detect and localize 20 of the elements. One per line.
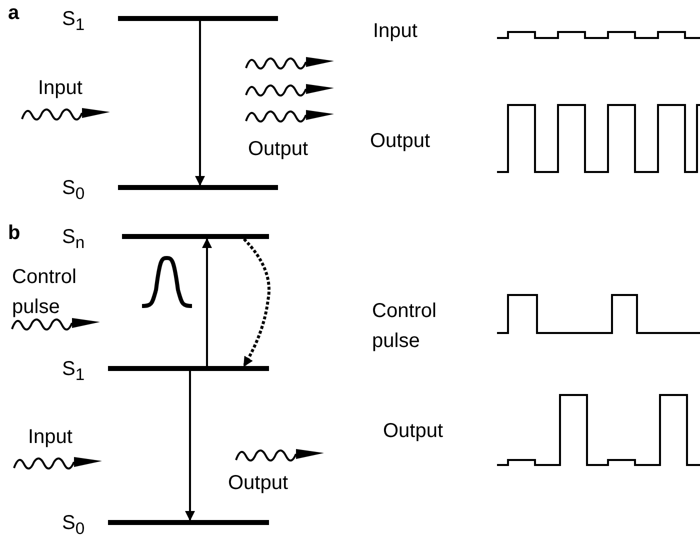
text-label: Input [38,77,82,99]
arrow [185,371,195,521]
level-label: S$_{n}$ [62,226,85,254]
level-label: S$_{1}$ [62,358,85,386]
level-label: S$_{1}$ [62,8,85,36]
arrow [202,238,212,366]
text-label: Input [28,426,72,448]
panel-letter: a [8,2,20,24]
text-label: Output [248,138,308,160]
panel-letter: b [8,222,20,244]
text-label: Output [383,420,444,442]
text-label: Input [373,20,418,42]
arrow [195,21,205,186]
level-label: S$_{0}$ [62,512,85,540]
level-label: S$_{0}$ [62,177,85,205]
dotted-arrow [242,238,270,367]
text-label: Output [228,472,288,494]
text-label: Control pulse [372,299,438,354]
text-label: Output [370,130,430,152]
text-label: Control pulse [12,265,78,320]
